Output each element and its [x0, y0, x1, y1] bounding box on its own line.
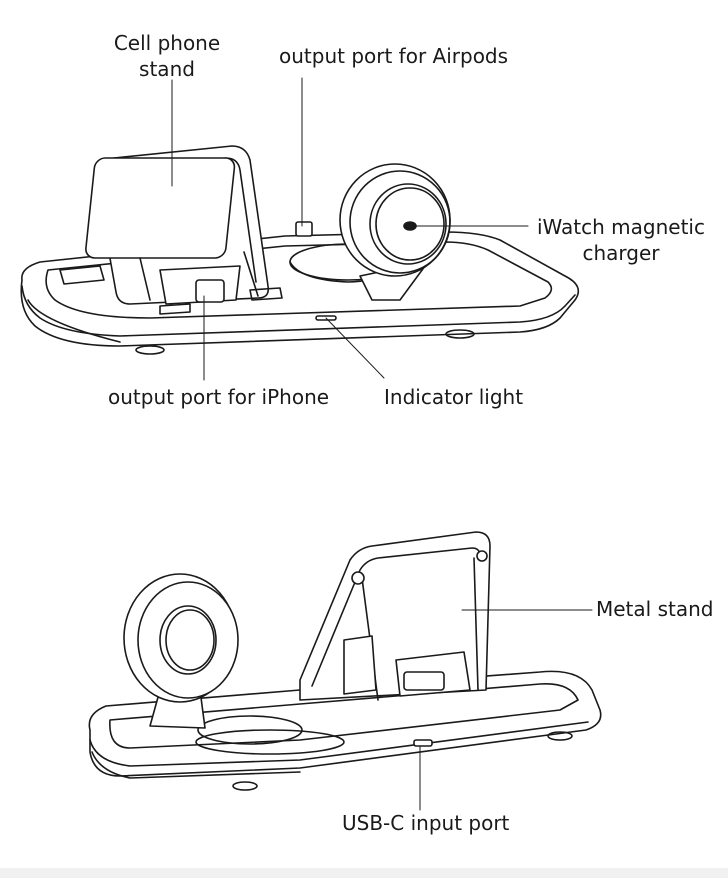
label-output-port-airpods: output port for Airpods	[279, 44, 509, 68]
label-cell-phone-stand: Cell phone stand	[104, 30, 230, 82]
bottom-metal-stand	[299, 531, 491, 701]
label-iwatch-magnetic-charger: iWatch magnetic charger	[533, 214, 709, 266]
label-output-port-iphone: output port for iPhone	[108, 385, 330, 409]
label-cell-phone-stand-line1: Cell phone	[113, 31, 221, 55]
label-usb-c-input-port: USB-C input port	[342, 811, 510, 835]
top-foot-left	[135, 345, 165, 355]
top-watch-charger	[339, 163, 451, 301]
label-iwatch-charger-line1: iWatch magnetic	[537, 215, 705, 239]
label-iwatch-charger-line2: charger	[582, 241, 660, 265]
label-indicator-light: Indicator light	[384, 385, 524, 409]
label-cell-phone-stand-line2: stand	[139, 57, 195, 81]
bottom-edge-band	[0, 868, 728, 878]
top-charger-drawing	[20, 145, 580, 355]
bottom-usb-c-port	[413, 739, 433, 747]
bottom-foot-right	[547, 731, 573, 741]
bottom-watch-charger	[123, 573, 239, 729]
top-airpods-port	[295, 221, 313, 237]
bottom-leader-lines	[419, 609, 593, 811]
top-foot-right	[445, 329, 475, 339]
bottom-charger-drawing	[88, 531, 602, 791]
label-metal-stand: Metal stand	[596, 597, 714, 621]
top-leader-lines	[171, 77, 529, 381]
bottom-foot-left	[232, 781, 258, 791]
